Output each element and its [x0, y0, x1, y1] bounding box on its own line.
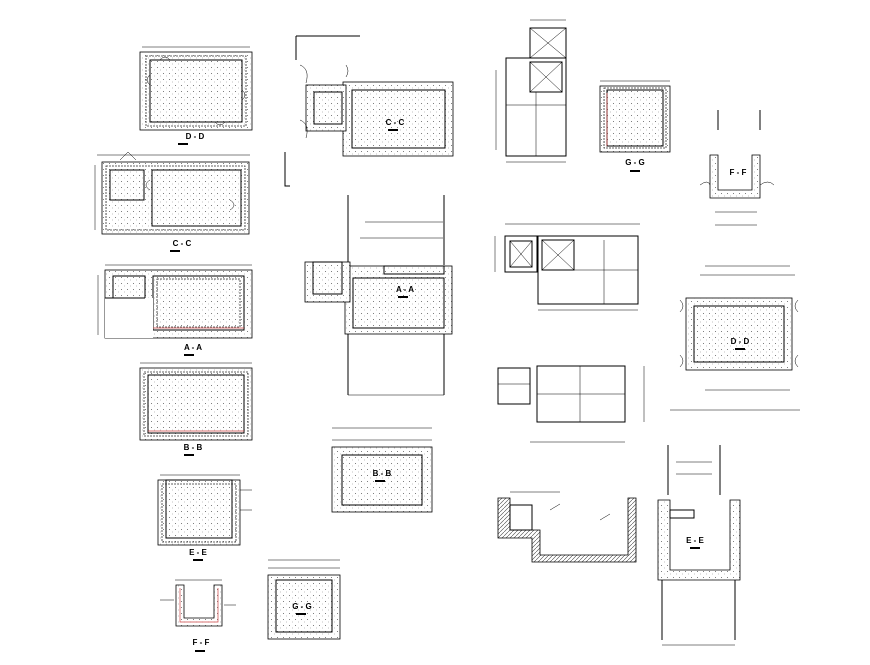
section-ff-right: F - F	[699, 110, 775, 226]
section-aa-mid: A - A	[304, 195, 453, 396]
section-title: D - D	[731, 337, 750, 346]
section-gg-right: G - G	[599, 80, 671, 172]
section-bb-mid: B - B	[331, 427, 433, 513]
section-title: G - G	[292, 602, 312, 611]
section-title: F - F	[193, 638, 210, 647]
section-title: A - A	[184, 343, 202, 352]
section-cc-left: C - C	[94, 151, 250, 252]
section-title: D - D	[186, 132, 205, 141]
section-ee-right: E - E	[657, 445, 741, 646]
section-aa-left: A - A	[97, 264, 253, 356]
section-title: G - G	[625, 158, 645, 167]
section-title: B - B	[184, 443, 203, 452]
section-ee-left: E - E	[157, 474, 252, 561]
section-dd-left: D - D	[139, 46, 253, 145]
plan-top	[495, 19, 567, 163]
section-title: C - C	[386, 118, 405, 127]
section-title: E - E	[189, 548, 207, 557]
section-title: B - B	[373, 469, 392, 478]
section-title: E - E	[686, 536, 704, 545]
plan-bottom	[497, 365, 645, 443]
section-bb-left: B - B	[139, 362, 253, 456]
section-dd-right: D - D	[670, 265, 800, 411]
section-title: C - C	[173, 239, 192, 248]
section-gg-mid: G - G	[267, 559, 341, 640]
section-title: A - A	[396, 285, 414, 294]
plan-middle	[494, 223, 640, 311]
section-ff-left: F - F	[160, 579, 236, 652]
section-cc-mid: C - C	[284, 35, 454, 187]
section-hatched	[497, 491, 637, 563]
section-title: F - F	[730, 168, 747, 177]
